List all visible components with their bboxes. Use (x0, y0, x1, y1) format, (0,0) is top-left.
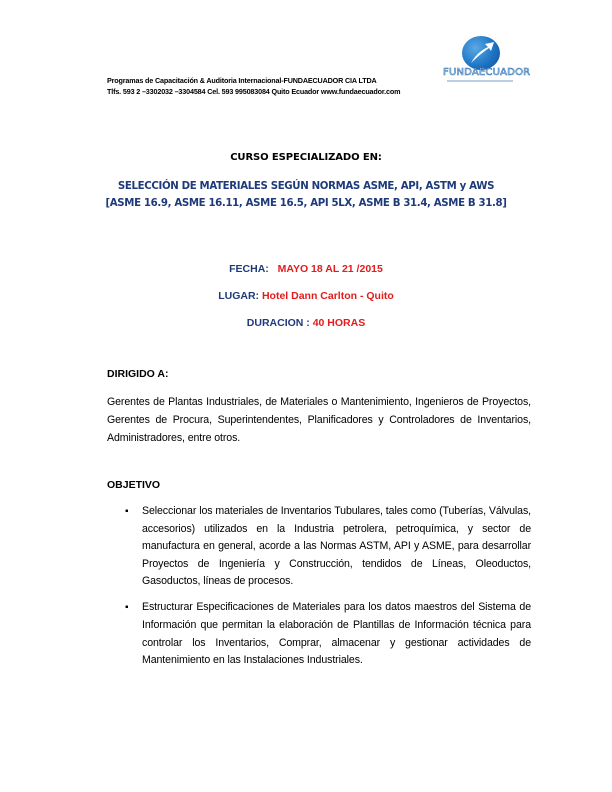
course-intro: CURSO ESPECIALIZADO EN: (230, 152, 382, 163)
bullet-icon: ▪ (125, 506, 129, 517)
fecha-row: FECHA: MAYO 18 AL 21 /2015 (0, 263, 612, 275)
fecha-value: MAYO 18 AL 21 /2015 (277, 263, 383, 275)
dirigido-heading: DIRIGIDO A: (107, 368, 169, 380)
course-title-line2: [ASME 16.9, ASME 16.11, ASME 16.5, API 5… (105, 198, 507, 209)
objetivo-item-text: Seleccionar los materiales de Inventario… (142, 505, 531, 588)
fecha-label: FECHA: (229, 263, 269, 275)
fundaecuador-logo: FUNDAECUADOR (443, 34, 531, 86)
objetivo-item-text: Estructurar Especificaciones de Material… (142, 601, 531, 667)
objetivo-heading: OBJETIVO (107, 479, 161, 491)
arrow-icon (471, 42, 494, 63)
list-item: ▪ Seleccionar los materiales de Inventar… (107, 503, 531, 591)
header-company-line: Programas de Capacitación & Auditoria In… (107, 76, 377, 85)
lugar-label: LUGAR: (218, 290, 260, 302)
logo-text: FUNDAECUADOR (443, 67, 531, 79)
header-contact-line: Tlfs. 593 2 –3302032 –3304584 Cel. 593 9… (107, 87, 401, 96)
objetivo-list: ▪ Seleccionar los materiales de Inventar… (107, 503, 531, 678)
duracion-value: 40 HORAS (312, 317, 366, 329)
logo-tagline (447, 80, 513, 82)
dirigido-paragraph: Gerentes de Plantas Industriales, de Mat… (107, 396, 531, 444)
course-title-line1: SELECCIÓN DE MATERIALES SEGÚN NORMAS ASM… (117, 181, 495, 192)
bullet-icon: ▪ (125, 602, 129, 614)
circle-arrow-logo-icon (462, 36, 500, 70)
lugar-row: LUGAR: Hotel Dann Carlton - Quito (0, 290, 612, 302)
lugar-value: Hotel Dann Carlton - Quito (261, 290, 394, 302)
duracion-row: DURACION : 40 HORAS (0, 317, 612, 329)
duracion-label: DURACION : (246, 317, 310, 329)
list-item: ▪ Estructurar Especificaciones de Materi… (107, 599, 531, 669)
